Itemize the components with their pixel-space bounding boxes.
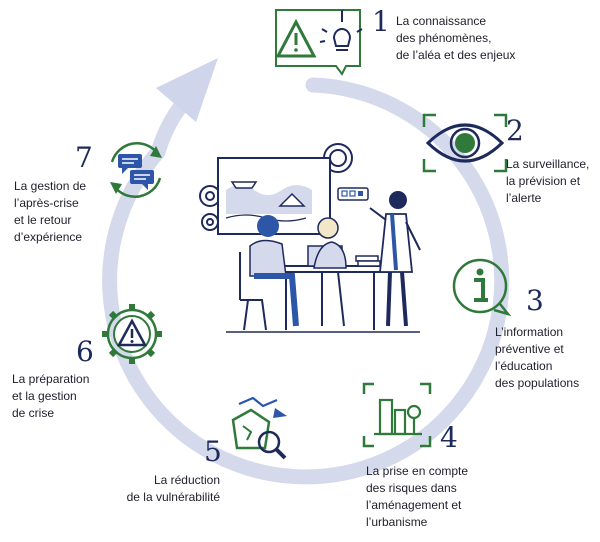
city-planning-icon <box>362 382 432 448</box>
eye-icon <box>422 113 508 173</box>
vulnerability-magnifier-icon <box>231 396 287 460</box>
cycle-arrowhead-icon <box>156 58 218 122</box>
step-6-number: 6 <box>76 335 94 368</box>
step-4-label: La prise en compte des risques dans l’am… <box>366 464 469 529</box>
step-3-label: L’information préventive et l’éducation … <box>495 325 580 390</box>
chat-cycle-icon <box>110 142 162 198</box>
cycle-ring <box>102 58 510 485</box>
team-meeting-flood-illustration <box>199 143 421 333</box>
warning-lightbulb-icon <box>275 9 363 76</box>
step-6-label: La préparation et la gestion de crise <box>12 372 90 420</box>
step-1-number: 1 <box>372 5 390 38</box>
step-5-number: 5 <box>204 435 222 468</box>
step-4-number: 4 <box>440 421 458 454</box>
information-icon <box>452 258 512 317</box>
step-7-label: La gestion de l’après-crise et le retour… <box>14 179 87 244</box>
step-3-number: 3 <box>526 284 544 317</box>
cycle-ring-arc <box>102 77 510 485</box>
step-2-label: La surveillance, la prévision et l’alert… <box>506 157 590 205</box>
warning-gear-icon <box>102 304 162 364</box>
step-5-label: La réduction de la vulnérabilité <box>126 473 220 504</box>
step-2-number: 2 <box>506 114 524 147</box>
step-1-label: La connaissance des phénomènes, de l’alé… <box>396 14 516 62</box>
step-7-number: 7 <box>75 141 93 174</box>
